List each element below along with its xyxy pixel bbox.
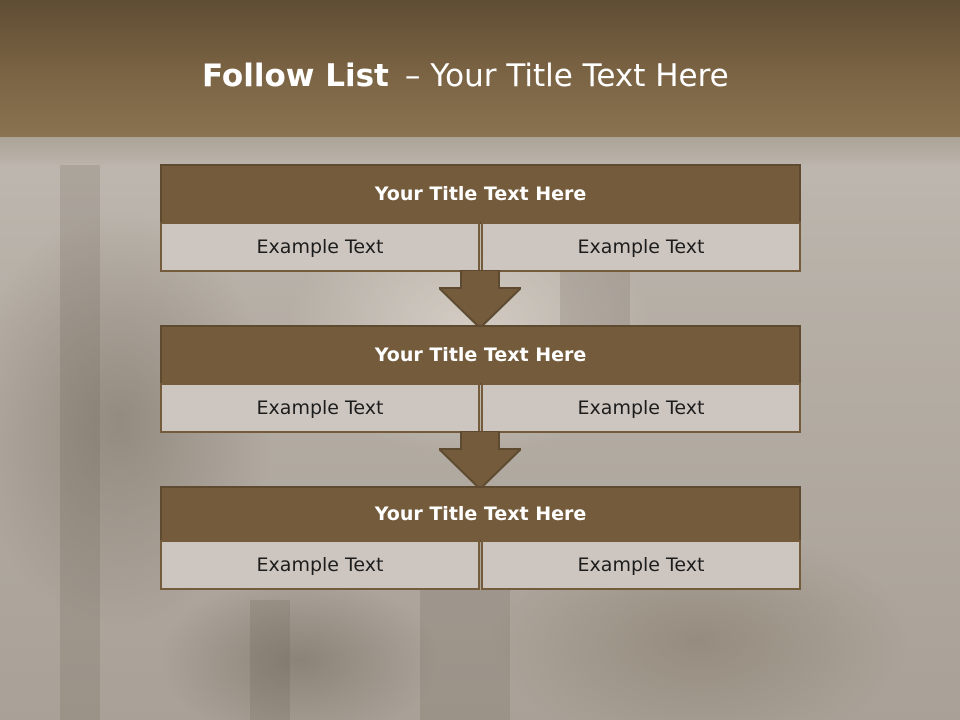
- title-dash: –: [404, 58, 421, 94]
- step-right-text[interactable]: Example Text: [481, 222, 801, 272]
- background-texture: [420, 590, 510, 720]
- header-band: [0, 0, 960, 137]
- step-right-text[interactable]: Example Text: [481, 540, 801, 590]
- step-left-text[interactable]: Example Text: [160, 383, 480, 433]
- background-texture: [60, 165, 100, 720]
- background-texture: [250, 600, 290, 720]
- step-left-text[interactable]: Example Text: [160, 540, 480, 590]
- down-arrow-icon: [439, 431, 521, 489]
- title-bold-part: Follow List: [202, 58, 389, 94]
- step-heading[interactable]: Your Title Text Here: [160, 486, 801, 542]
- step-heading[interactable]: Your Title Text Here: [160, 325, 801, 385]
- background-texture: [560, 270, 630, 330]
- flow-step-3: Your Title Text Here Example Text Exampl…: [160, 486, 801, 592]
- down-arrow-icon: [439, 270, 521, 328]
- header-underband: [0, 137, 960, 165]
- flow-step-1: Your Title Text Here Example Text Exampl…: [160, 164, 801, 272]
- step-left-text[interactable]: Example Text: [160, 222, 480, 272]
- flow-step-2: Your Title Text Here Example Text Exampl…: [160, 325, 801, 433]
- step-right-text[interactable]: Example Text: [481, 383, 801, 433]
- step-heading[interactable]: Your Title Text Here: [160, 164, 801, 224]
- slide-title: Follow List–Your Title Text Here: [202, 54, 729, 98]
- title-text: Your Title Text Here: [430, 58, 729, 94]
